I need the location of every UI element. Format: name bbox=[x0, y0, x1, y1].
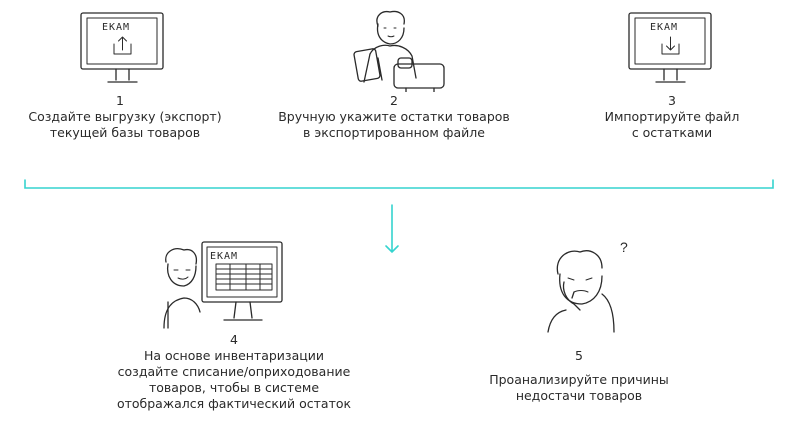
step-4-number: 4 bbox=[230, 332, 238, 347]
thinking-person-icon: ? bbox=[547, 239, 628, 333]
person-with-monitor-table-icon: EKAM bbox=[163, 241, 283, 329]
monitor-upload-icon: EKAM bbox=[80, 12, 164, 83]
step-1-number: 1 bbox=[116, 93, 124, 108]
screen-label: EKAM bbox=[650, 22, 678, 33]
question-mark: ? bbox=[620, 239, 628, 255]
monitor-download-icon: EKAM bbox=[628, 12, 712, 83]
step-5-text: Проанализируйте причины недостачи товаро… bbox=[489, 372, 669, 403]
step-2-number: 2 bbox=[390, 93, 398, 108]
person-with-tablet-icon bbox=[353, 10, 445, 92]
step-1-text: Создайте выгрузку (экспорт) текущей базы… bbox=[28, 109, 222, 140]
bracket-line bbox=[24, 179, 774, 189]
step-4-text: На основе инвентаризации создайте списан… bbox=[116, 348, 352, 411]
step-3-number: 3 bbox=[668, 93, 676, 108]
step-3-text: Импортируйте файл с остатками bbox=[604, 109, 740, 140]
screen-label: EKAM bbox=[102, 22, 130, 33]
arrow-down-icon bbox=[385, 204, 399, 254]
step-2-text: Вручную укажите остатки товаров в экспор… bbox=[278, 109, 510, 140]
step-5-number: 5 bbox=[575, 348, 583, 363]
screen-label: EKAM bbox=[210, 251, 238, 262]
